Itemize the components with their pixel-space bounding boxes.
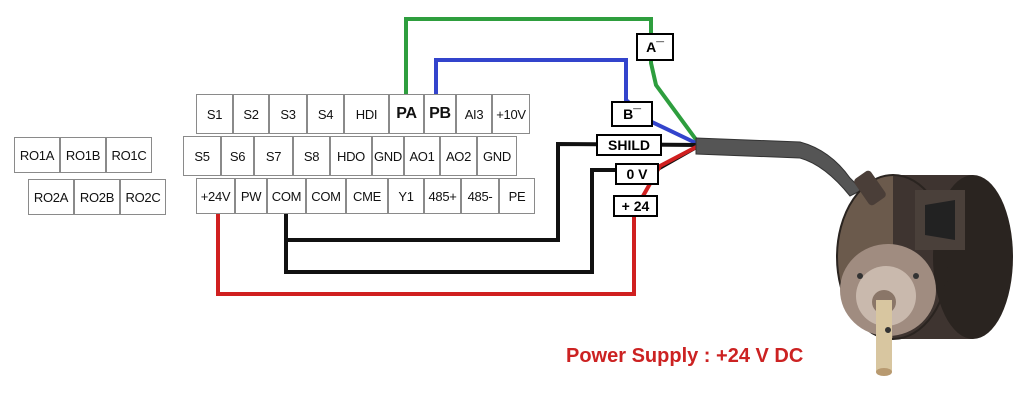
terminal-s6: S6 — [221, 136, 254, 176]
terminal-y1: Y1 — [388, 178, 424, 214]
terminal-ro1b: RO1B — [60, 137, 106, 173]
label-shield: SHILD — [596, 134, 662, 156]
terminal-ai3: AI3 — [456, 94, 492, 134]
terminal-s1: S1 — [196, 94, 233, 134]
terminal-ro1a: RO1A — [14, 137, 60, 173]
terminal-hdo: HDO — [330, 136, 372, 176]
wire-24v-red — [216, 143, 701, 296]
terminal-pw: PW — [235, 178, 267, 214]
terminal-com: COM — [267, 178, 306, 214]
terminal-cme: CME — [346, 178, 388, 214]
terminal-ro2b: RO2B — [74, 179, 120, 215]
terminal-pa: PA — [389, 94, 424, 134]
terminal-ro2a: RO2A — [28, 179, 74, 215]
terminal-485-: 485- — [461, 178, 499, 214]
power-supply-caption: Power Supply : +24 V DC — [566, 345, 804, 367]
terminal-s8: S8 — [293, 136, 330, 176]
terminal-pe: PE — [499, 178, 535, 214]
label-a-minus: A¯ — [636, 33, 674, 61]
terminal-com: COM — [306, 178, 346, 214]
terminal-gnd: GND — [477, 136, 517, 176]
terminal--24v: +24V — [196, 178, 235, 214]
terminal-ao1: AO1 — [404, 136, 440, 176]
terminal-485-: 485+ — [424, 178, 461, 214]
terminal-s4: S4 — [307, 94, 344, 134]
terminal-ro2c: RO2C — [120, 179, 166, 215]
label-zero-v: 0 V — [615, 163, 659, 185]
terminal-hdi: HDI — [344, 94, 389, 134]
terminal-pb: PB — [424, 94, 456, 134]
terminal-ro1c: RO1C — [106, 137, 152, 173]
terminal-s3: S3 — [269, 94, 307, 134]
encoder-cable — [695, 137, 863, 197]
label-plus-24: + 24 — [613, 195, 658, 217]
terminal-s5: S5 — [183, 136, 221, 176]
terminal--10v: +10V — [492, 94, 530, 134]
terminal-s2: S2 — [233, 94, 269, 134]
terminal-s7: S7 — [254, 136, 293, 176]
wire-b-blue — [434, 58, 701, 147]
label-b-minus: B¯ — [611, 101, 653, 127]
terminal-gnd: GND — [372, 136, 404, 176]
terminal-ao2: AO2 — [440, 136, 477, 176]
rotary-encoder — [836, 170, 1013, 376]
